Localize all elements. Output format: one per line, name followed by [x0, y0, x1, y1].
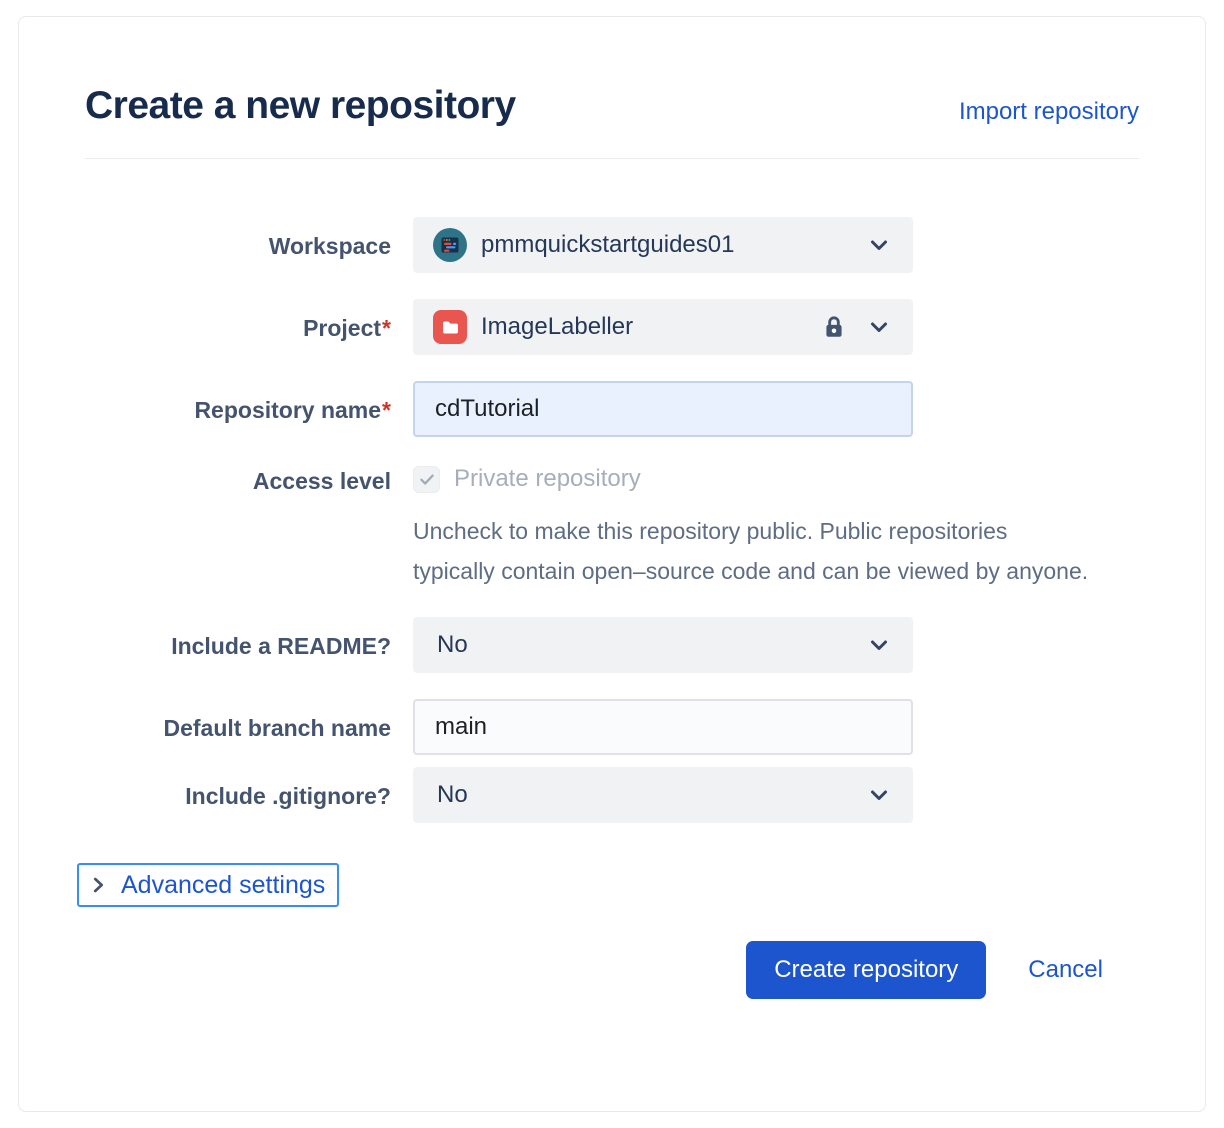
project-avatar [433, 310, 467, 344]
include-readme-label: Include a README? [171, 633, 391, 659]
default-branch-row: Default branch name [85, 699, 1139, 755]
advanced-settings-toggle[interactable]: Advanced settings [77, 863, 340, 907]
chevron-down-icon [871, 790, 887, 800]
chevron-right-icon [93, 877, 104, 893]
access-level-label: Access level [252, 468, 391, 494]
repository-name-row: Repository name* [85, 381, 1139, 437]
include-readme-row: Include a README? No [85, 617, 1139, 673]
required-asterisk: * [382, 315, 391, 341]
repository-name-label: Repository name* [194, 397, 391, 423]
header-divider [85, 158, 1139, 159]
create-repository-form: Workspace [77, 217, 1139, 999]
cancel-button[interactable]: Cancel [1028, 956, 1103, 983]
repository-name-input[interactable] [413, 381, 913, 437]
private-repository-checkbox[interactable] [413, 465, 440, 493]
include-gitignore-select[interactable]: No [413, 767, 913, 823]
workspace-row: Workspace [85, 217, 1139, 273]
import-repository-link[interactable]: Import repository [958, 98, 1139, 125]
chevron-down-icon [871, 240, 887, 250]
project-select[interactable]: ImageLabeller [413, 299, 913, 355]
include-readme-value: No [437, 631, 468, 658]
required-asterisk: * [382, 397, 391, 423]
access-level-description: Uncheck to make this repository public. … [413, 518, 1089, 584]
create-repository-dialog: Create a new repository Import repositor… [18, 16, 1206, 1112]
default-branch-label: Default branch name [163, 715, 392, 741]
project-row: Project* ImageLabeller [85, 299, 1139, 355]
include-readme-select[interactable]: No [413, 617, 913, 673]
include-gitignore-row: Include .gitignore? No [85, 767, 1139, 823]
default-branch-input[interactable] [413, 699, 913, 755]
chevron-down-icon [871, 322, 887, 332]
project-value: ImageLabeller [481, 313, 634, 340]
include-gitignore-label: Include .gitignore? [185, 783, 391, 809]
lock-icon [821, 314, 847, 340]
workspace-select[interactable]: pmmquickstartguides01 [413, 217, 913, 273]
workspace-avatar [433, 228, 467, 262]
access-level-row: Access level Private repository Uncheck … [85, 463, 1139, 591]
project-label: Project* [303, 315, 391, 341]
page-title: Create a new repository [85, 84, 516, 127]
workspace-value: pmmquickstartguides01 [481, 231, 735, 258]
checkmark-icon [419, 474, 434, 485]
private-repository-label: Private repository [454, 465, 641, 492]
chevron-down-icon [871, 640, 887, 650]
workspace-label: Workspace [268, 233, 391, 259]
include-gitignore-value: No [437, 781, 468, 808]
create-repository-button[interactable]: Create repository [746, 941, 987, 999]
dialog-header: Create a new repository Import repositor… [85, 83, 1139, 129]
dialog-footer: Create repository Cancel [85, 941, 1139, 999]
advanced-settings-label: Advanced settings [121, 871, 326, 899]
